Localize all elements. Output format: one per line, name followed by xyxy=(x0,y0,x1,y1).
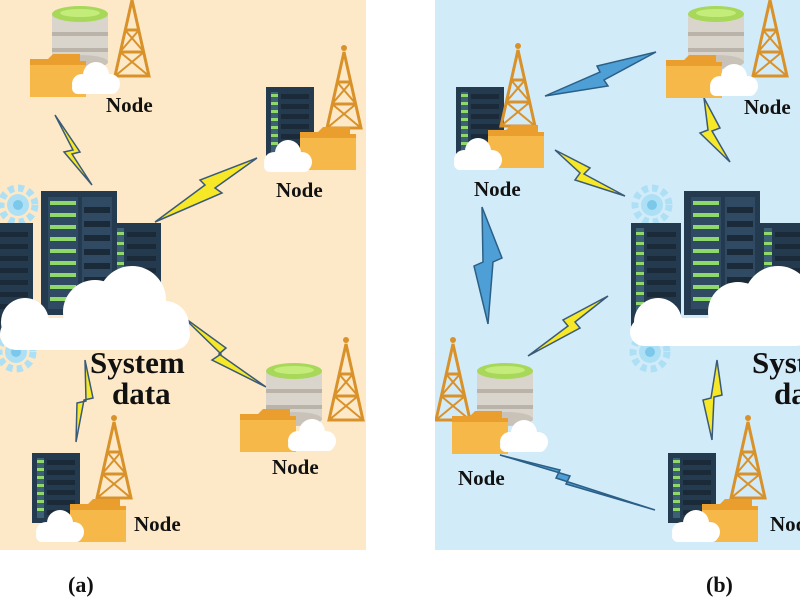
node-label-lower-right: Node xyxy=(272,455,319,479)
folder-icon xyxy=(240,409,296,452)
lightning-link-icon xyxy=(527,295,609,357)
lightning-link-icon xyxy=(75,359,94,443)
central-label-line1: System xyxy=(752,345,800,380)
lightning-link-icon xyxy=(702,359,723,441)
lightning-link-icon xyxy=(473,206,503,325)
node-label-bottom: Node xyxy=(134,512,181,536)
lightning-link-icon xyxy=(544,51,657,97)
lightning-link-icon xyxy=(698,97,731,163)
node-label-left-upper: Node xyxy=(474,177,521,201)
folder-icon xyxy=(452,411,508,454)
lightning-link-icon xyxy=(154,157,258,223)
node-label-right: Node xyxy=(276,178,323,202)
central-label-line1: System xyxy=(90,345,185,380)
central-label-line2: data xyxy=(112,376,171,411)
node-label-bottom: Node xyxy=(770,512,800,536)
node-label-left-lower: Node xyxy=(458,466,505,490)
cloud-icon xyxy=(630,266,800,346)
node-label-top: Node xyxy=(744,95,791,119)
panel-a: Node Node System data Node xyxy=(0,0,366,550)
lightning-link-icon xyxy=(499,454,656,511)
panel-a-caption: (a) xyxy=(68,572,94,597)
central-label-line2: data xyxy=(774,376,800,411)
cloud-icon xyxy=(0,266,190,350)
lightning-link-icon xyxy=(554,149,626,197)
panel-b-caption: (b) xyxy=(706,572,733,597)
panel-b: Node Node System data Node Node xyxy=(435,0,800,550)
lightning-link-icon xyxy=(54,114,93,186)
node-label-top: Node xyxy=(106,93,153,117)
